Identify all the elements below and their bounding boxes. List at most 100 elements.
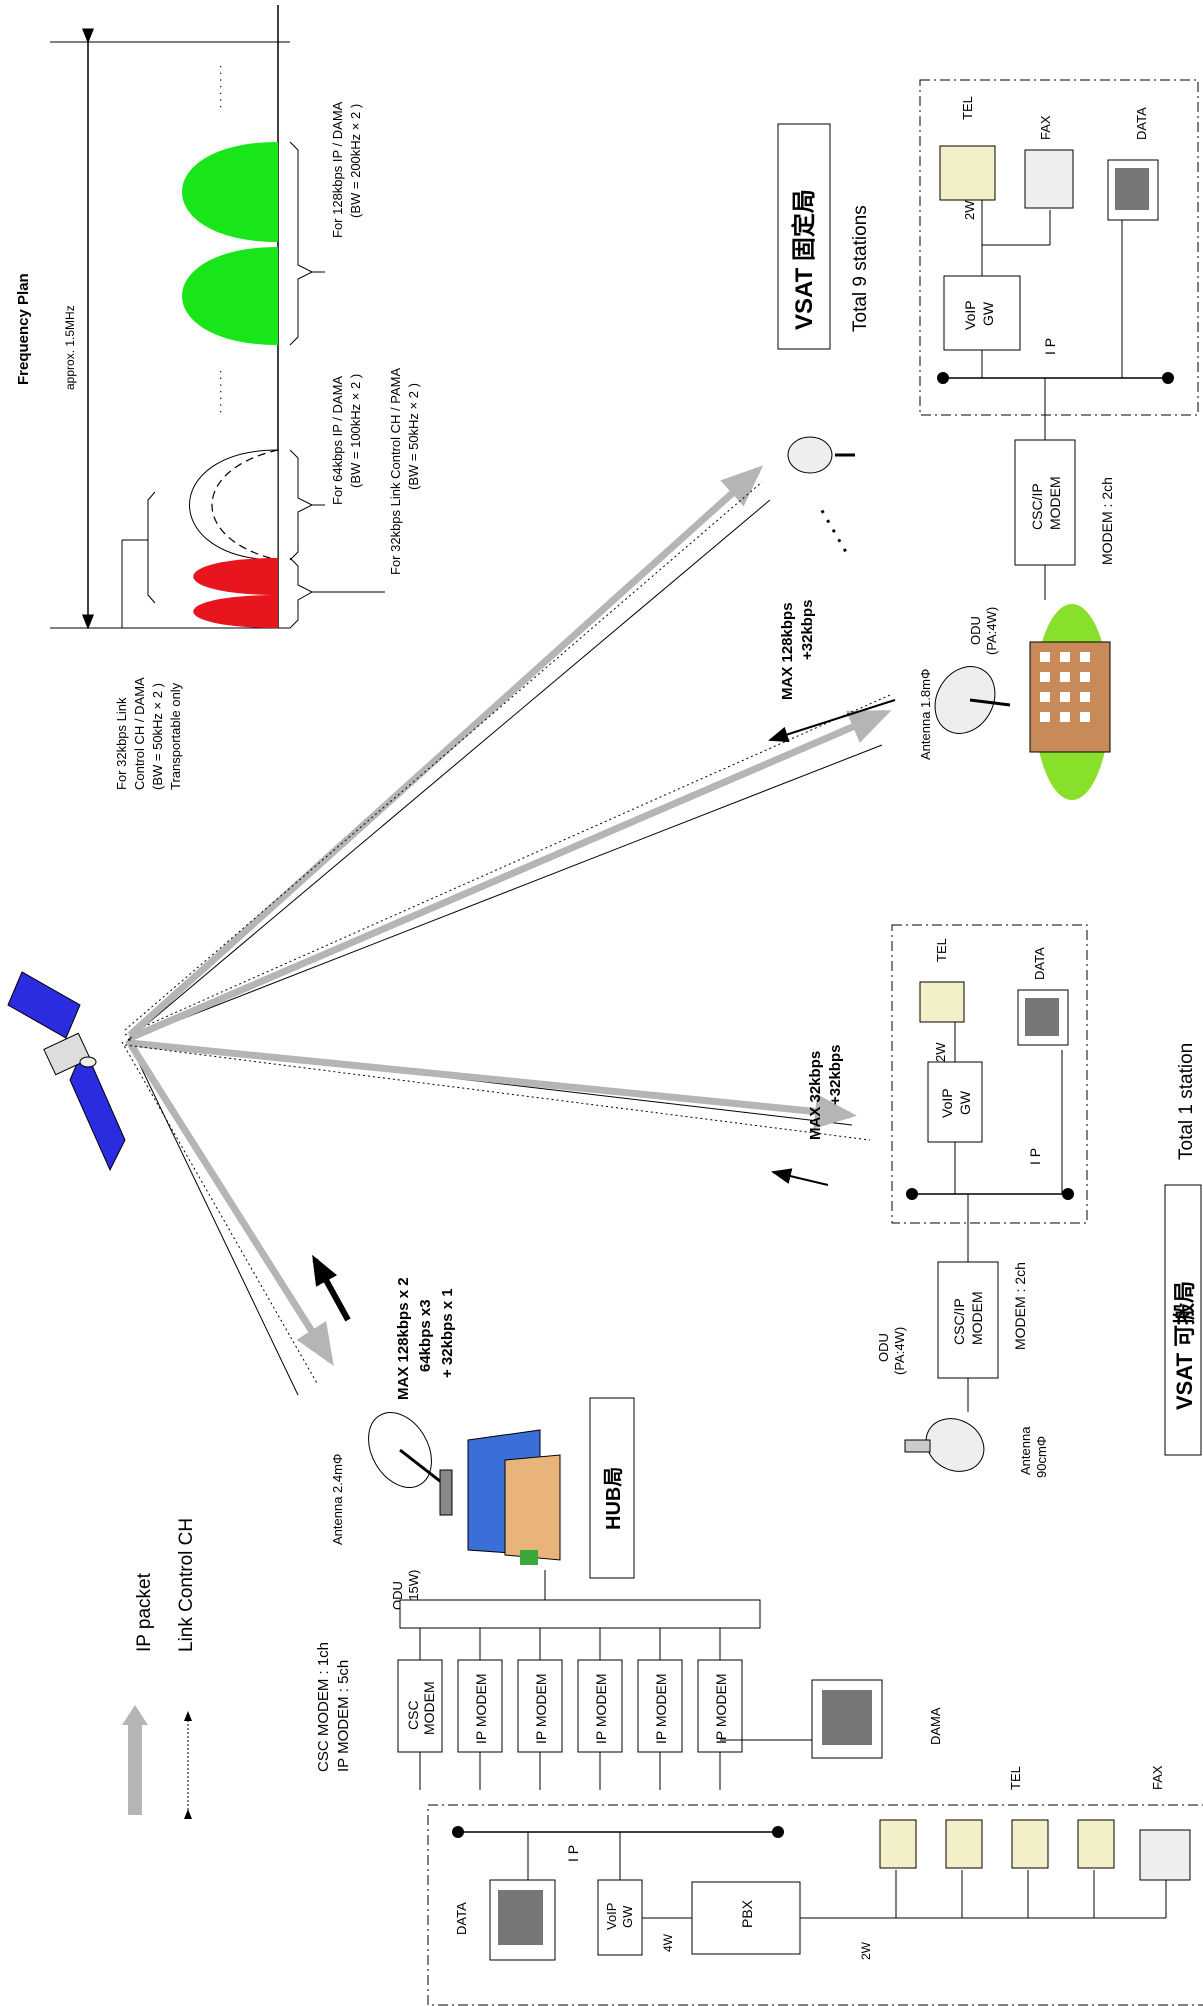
transportable-voip-line2: GW — [957, 1090, 973, 1115]
hub-rate-line2: 64kbps x3 — [417, 1299, 434, 1372]
hub-csc-modem-line1: CSC — [405, 1700, 421, 1730]
transportable-rate-line2: +32kbps — [827, 1045, 844, 1105]
carrier-128-b — [182, 247, 278, 345]
carrier-64-a — [189, 449, 279, 561]
transportable-antenna-line1: Antenna — [1018, 1426, 1033, 1475]
fixed-rate-line1: MAX 128kbps — [779, 602, 796, 700]
transportable-odu-line2: (PA:4W) — [892, 1327, 907, 1375]
legend-ip-packet: IP packet — [134, 1572, 155, 1652]
hub-2w-label: 2W — [859, 1941, 873, 1960]
frequency-plan: Frequency Plan approx. 1.5MHz . . . . . … — [15, 5, 421, 790]
hub-tel-icon-1 — [879, 1819, 917, 1869]
fixed-voip-line2: GW — [980, 301, 996, 326]
hub-station: HUB局 Antenna 2.4mΦ ODU (PA:15W) MAX 128k… — [315, 1277, 1203, 2006]
transportable-title-box — [1164, 1184, 1202, 1456]
transportable-data-label: DATA — [1032, 947, 1047, 980]
fixed-station: VSAT 固定局 Total 9 stations MAX 128kbps +3… — [777, 79, 1199, 800]
transportable-modem-count: MODEM : 2ch — [1012, 1262, 1028, 1350]
transportable-lan-box — [891, 924, 1088, 1224]
hub-ip-modem-2 — [517, 1659, 563, 1753]
hub-dama-label: DAMA — [928, 1707, 943, 1745]
fixed-total: Total 9 stations — [850, 205, 871, 332]
hub-ip-modem-2-label: IP MODEM — [533, 1673, 549, 1744]
satellite-dish — [79, 1056, 97, 1068]
fixed-ip-arrow — [128, 709, 892, 1042]
hub-ip-modem-1 — [457, 1659, 503, 1753]
fixed-control-link — [124, 694, 891, 1036]
fixed-modem — [1014, 439, 1076, 566]
transportable-modem-line2: MODEM — [969, 1291, 985, 1345]
fixed-antenna-label: Antenna 1.8mΦ — [918, 669, 933, 760]
transportable-rate-line1: MAX 32kbps — [807, 1051, 824, 1140]
hub-uplink-arrow — [312, 1254, 351, 1322]
label-32dama-line1: For 32kbps Link — [114, 697, 129, 790]
frequency-plan-title: Frequency Plan — [15, 273, 32, 385]
bracket-64 — [289, 449, 314, 561]
ip-packet-arrowhead-icon — [122, 1705, 148, 1725]
transportable-title: VSAT 可搬局 — [1172, 1281, 1197, 1410]
bracket-128 — [289, 141, 314, 346]
satellite — [7, 971, 126, 1172]
hub-lan-box — [427, 1804, 1203, 2006]
fixed-tel-label: TEL — [960, 96, 975, 120]
fixed-odu-line2: (PA:4W) — [984, 607, 999, 655]
carrier-32-b — [193, 595, 278, 628]
fixed-rate-line2: +32kbps — [799, 600, 816, 660]
hub-tel-icon-2 — [945, 1819, 983, 1869]
hub-modem-count-1: CSC MODEM : 1ch — [315, 1642, 332, 1772]
fixed-link-2 — [127, 499, 771, 1041]
label-32pama-line1: For 32kbps Link Control CH / PAMA — [388, 368, 403, 575]
fixed-modem-line2: MODEM — [1047, 476, 1063, 530]
fixed-voip-gw — [943, 275, 1021, 351]
hub-ip-arrow — [125, 1038, 334, 1366]
hub-data-label: DATA — [454, 1902, 469, 1935]
hub-ip-modem-1-label: IP MODEM — [473, 1673, 489, 1744]
fixed-fax-label: FAX — [1038, 115, 1053, 140]
carrier-64-b — [211, 449, 279, 561]
label-32pama-line2: (BW = 50kHz × 2 ) — [406, 383, 421, 490]
legend: IP packet Link Control CH — [122, 1518, 197, 1819]
fixed-modem-count: MODEM : 2ch — [1099, 477, 1115, 565]
hub-title: HUB局 — [603, 1467, 625, 1530]
transportable-odu-line1: ODU — [876, 1333, 891, 1362]
transportable-ip-label: I P — [1027, 1148, 1043, 1165]
hub-antenna-label: Antenna 2.4mΦ — [330, 1454, 345, 1545]
hub-fax-icon — [1139, 1829, 1191, 1881]
transportable-tel-label: TEL — [934, 938, 949, 962]
satellite-body — [43, 1032, 91, 1076]
hub-ip-label: I P — [565, 1845, 581, 1862]
fixed-tel-icon — [939, 145, 996, 201]
hub-csc-modem — [397, 1659, 443, 1753]
fixed-link — [127, 744, 883, 1041]
fixed-modem-line1: CSC/IP — [1029, 483, 1045, 530]
hub-control-link — [121, 1041, 319, 1386]
transportable-2w-label: 2W — [933, 1042, 948, 1062]
fixed-antenna-icon — [934, 666, 996, 734]
transportable-uplink-arrow — [771, 1168, 829, 1186]
label-128-line2: (BW = 200kHz × 2 ) — [348, 104, 363, 218]
hub-voip-gw — [597, 1879, 643, 1956]
carrier-32-a — [193, 558, 278, 595]
hub-fax-label: FAX — [1150, 1765, 1165, 1790]
label-128-line1: For 128kbps IP / DAMA — [330, 101, 345, 238]
transportable-voip-gw — [927, 1061, 983, 1143]
hub-ip-modem-3-label: IP MODEM — [593, 1673, 609, 1744]
transportable-tel-icon — [919, 981, 965, 1023]
label-32dama-line2: Control CH / DAMA — [132, 677, 147, 790]
transportable-modem — [937, 1261, 999, 1379]
label-32dama-line3: (BW = 50kHz × 2 ) — [150, 683, 165, 790]
fixed-ip-arrow-2 — [127, 465, 764, 1038]
hub-tel-label: TEL — [1008, 1766, 1023, 1790]
fixed-ip-label: I P — [1042, 338, 1058, 355]
hub-ip-modem-5-label: IP MODEM — [713, 1673, 729, 1744]
hub-link — [127, 1039, 299, 1396]
hub-rate-line3: + 32kbps x 1 — [439, 1288, 456, 1378]
hub-tel-icon-3 — [1011, 1819, 1049, 1869]
solar-panel-bottom — [69, 1045, 126, 1172]
hub-voip-line1: VoIP — [604, 1903, 619, 1930]
label-64-line1: For 64kbps IP / DAMA — [330, 376, 345, 505]
fixed-fax-icon — [1024, 149, 1074, 209]
fixed-lan-box — [919, 79, 1199, 416]
transportable-voip-line1: VoIP — [939, 1088, 955, 1118]
hub-tel-icon-4 — [1077, 1819, 1115, 1869]
